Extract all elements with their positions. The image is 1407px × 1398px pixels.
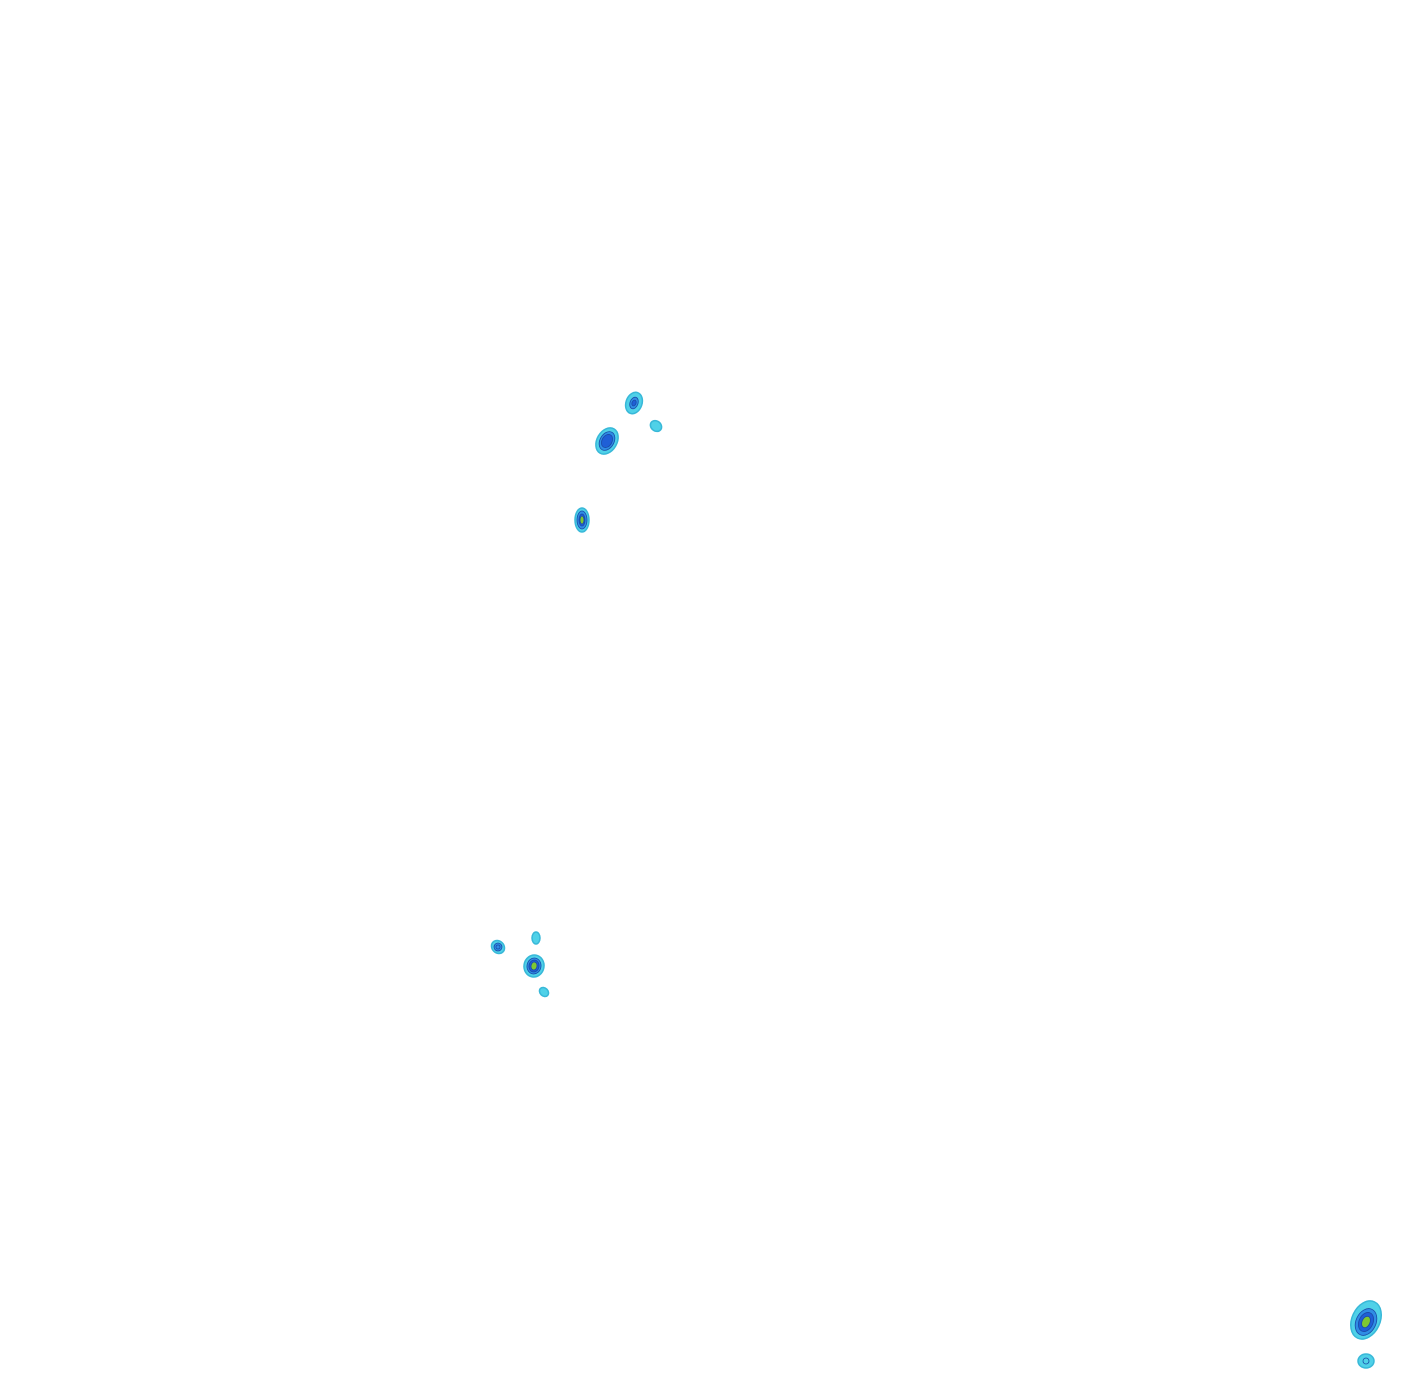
cell-north-2-ring-heavy xyxy=(601,434,613,448)
cell-north-3-ring-light xyxy=(649,419,663,433)
precipitation-cells xyxy=(490,391,1382,1369)
cell-north-4 xyxy=(574,507,590,533)
cell-central-4 xyxy=(538,986,550,998)
cell-central-3-ring-light xyxy=(531,931,541,945)
cell-southeast-2-ring-light xyxy=(1362,1357,1370,1365)
cell-central-1-ring-very_heavy xyxy=(530,961,538,971)
cell-north-4-ring-very_heavy xyxy=(579,515,585,525)
cell-southeast-2 xyxy=(1357,1353,1375,1369)
cell-north-3 xyxy=(649,419,663,433)
cell-central-3 xyxy=(531,931,541,945)
cell-north-2 xyxy=(595,427,619,455)
cell-north-1-ring-heavy xyxy=(631,399,637,407)
cell-southeast-1 xyxy=(1350,1300,1382,1340)
cell-central-2 xyxy=(490,939,506,955)
cell-central-4-ring-light xyxy=(538,986,550,998)
cell-central-2-ring-moderate xyxy=(495,944,501,950)
cell-north-1 xyxy=(624,391,644,415)
cell-central-1 xyxy=(523,954,545,978)
cell-southeast-1-ring-very_heavy xyxy=(1361,1315,1371,1329)
